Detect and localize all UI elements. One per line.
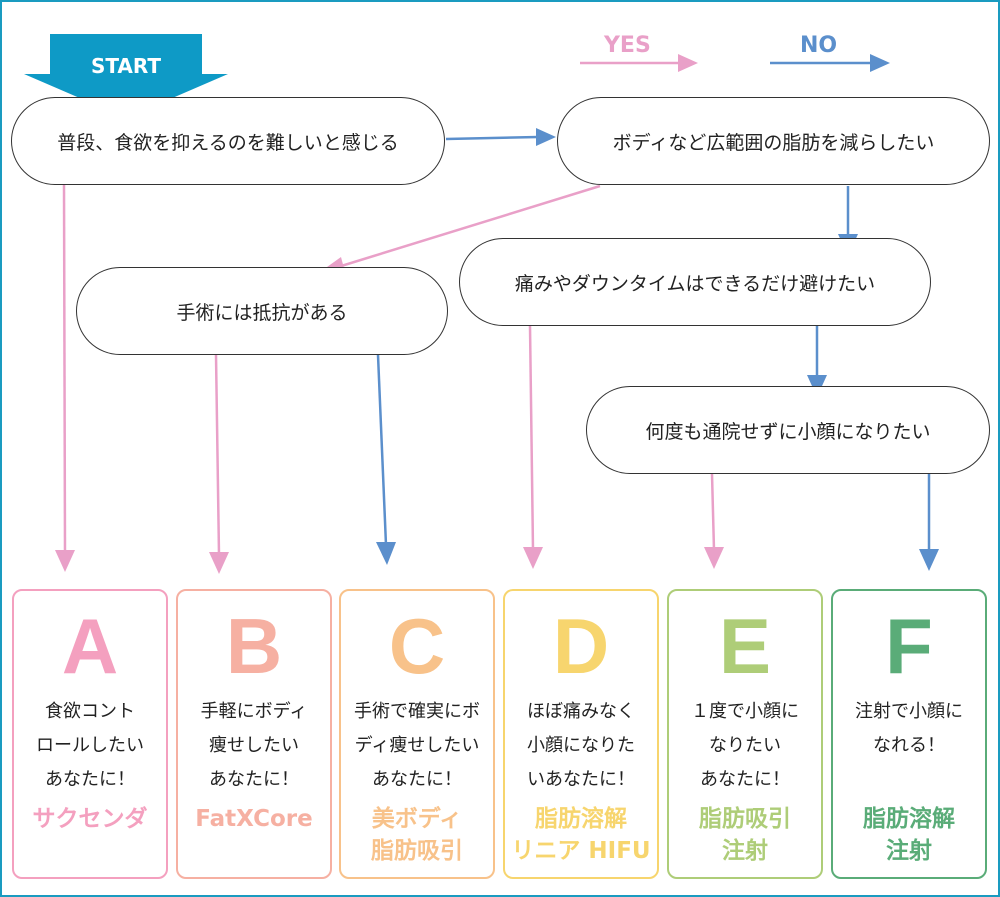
question-1: 普段、食欲を抑えるのを難しいと感じる (11, 97, 445, 185)
result-description: ほぼ痛みなく小顔になりたいあなたに！ (527, 701, 635, 790)
question-2: ボディなど広範囲の脂肪を減らしたい (557, 97, 990, 185)
result-letter: B (225, 602, 283, 690)
result-description: 食欲コントロールしたいあなたに！ (36, 701, 144, 790)
arrow-q1-q2 (445, 135, 539, 141)
result-product: FatXCore (195, 806, 313, 832)
result-card-d: D ほぼ痛みなく小顔になりたいあなたに！ 脂肪溶解リニア HIFU (503, 589, 659, 879)
result-card-c: C 手術で確実にボディ痩せしたいあなたに！ 美ボディ脂肪吸引 (339, 589, 495, 879)
result-description: 注射で小顔になれる！ (855, 701, 963, 756)
question-3: 手術には抵抗がある (76, 267, 448, 355)
question-5: 何度も通院せずに小顔になりたい (586, 386, 990, 474)
result-product: 脂肪吸引注射 (699, 806, 791, 864)
result-card-e: E １度で小顔になりたいあなたに！ 脂肪吸引注射 (667, 589, 823, 879)
result-description: 手軽にボディ痩せしたいあなたに！ (200, 701, 308, 790)
start-arrow (24, 34, 228, 118)
result-description: 手術で確実にボディ痩せしたいあなたに！ (354, 701, 480, 790)
legend-yes: YES (604, 33, 651, 58)
question-4: 痛みやダウンタイムはできるだけ避けたい (459, 238, 931, 326)
result-description: １度で小顔になりたいあなたに！ (691, 701, 799, 790)
result-product: 脂肪溶解リニア HIFU (511, 806, 651, 864)
result-letter: D (552, 602, 610, 690)
legend-no: NO (800, 33, 838, 58)
result-card-a: A 食欲コントロールしたいあなたに！ サクセンダ (12, 589, 168, 879)
result-product: 美ボディ脂肪吸引 (371, 806, 463, 864)
arrow-q3-c (376, 354, 388, 546)
arrow-q4-d (528, 325, 535, 551)
result-card-b: B 手軽にボディ痩せしたいあなたに！ FatXCore (176, 589, 332, 879)
result-letter: C (388, 602, 446, 690)
result-product: サクセンダ (32, 806, 148, 832)
arrow-q5-e (710, 473, 716, 551)
arrow-q1-a (62, 184, 67, 554)
start-label: START (90, 54, 162, 78)
result-letter: A (61, 602, 119, 690)
result-letter: E (718, 602, 772, 690)
result-product: 脂肪溶解注射 (863, 806, 955, 864)
result-card-f: F 注射で小顔になれる！ 脂肪溶解注射 (831, 589, 987, 879)
result-letter: F (885, 602, 933, 690)
arrow-q3-b (214, 354, 221, 556)
arrow-q2-q3 (337, 184, 601, 269)
